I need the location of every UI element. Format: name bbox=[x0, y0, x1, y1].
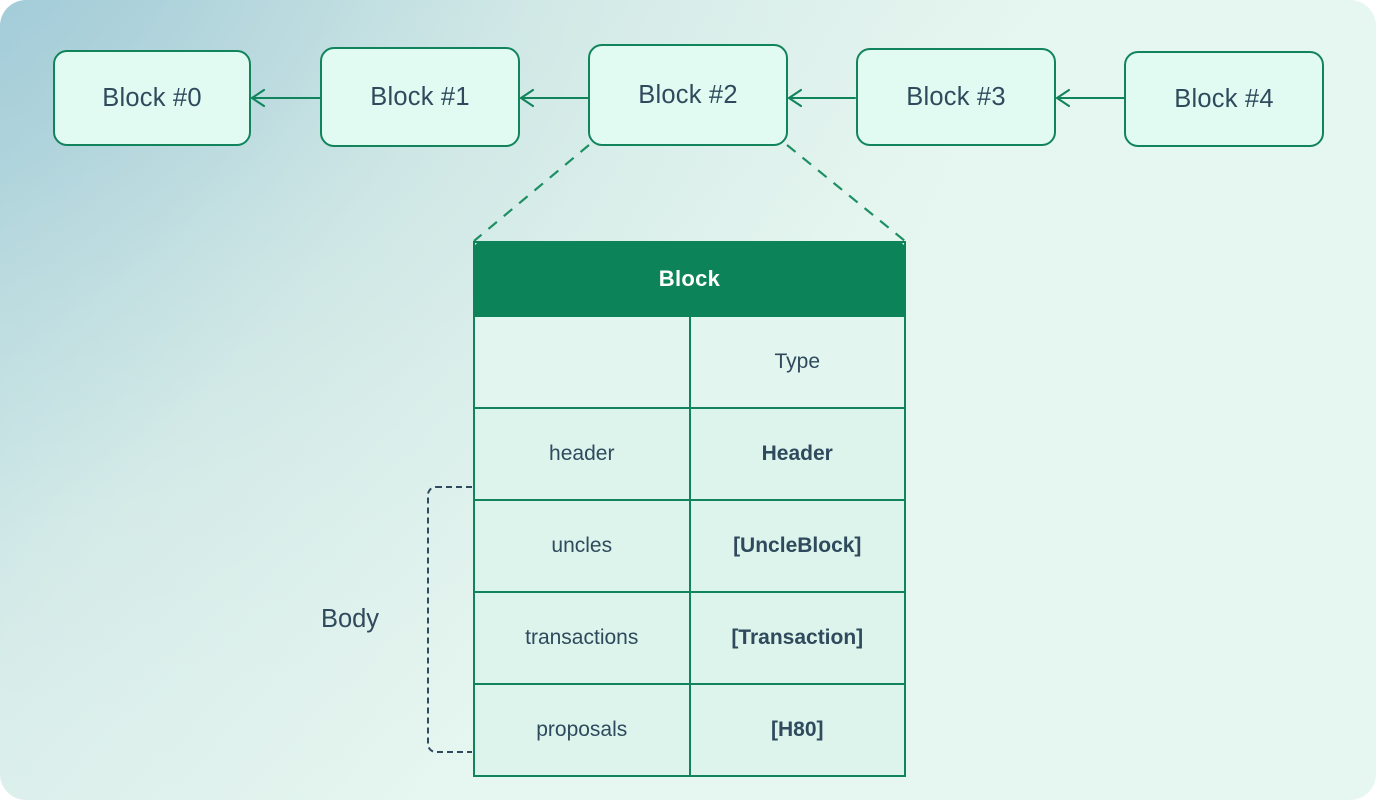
table-row: uncles [UncleBlock] bbox=[473, 499, 906, 593]
chain-block-3[interactable]: Block #3 bbox=[856, 48, 1056, 146]
body-label: Body bbox=[320, 605, 380, 633]
field-name-header: header bbox=[473, 407, 691, 501]
chain-block-0[interactable]: Block #0 bbox=[53, 50, 251, 146]
arrow-block4-to-block3 bbox=[1055, 88, 1126, 108]
chain-block-3-label: Block #3 bbox=[906, 82, 1006, 111]
block-struct-thead: Block bbox=[473, 241, 906, 317]
block-struct-table: Block Type header Header uncles [UncleBl… bbox=[473, 241, 906, 777]
chain-block-1[interactable]: Block #1 bbox=[320, 47, 520, 147]
block-struct-title: Block bbox=[473, 241, 906, 317]
expansion-guide-right bbox=[786, 144, 906, 242]
table-row: header Header bbox=[473, 407, 906, 501]
field-type-proposals: [H80] bbox=[688, 683, 906, 777]
chain-block-1-label: Block #1 bbox=[370, 82, 470, 111]
arrow-block1-to-block0 bbox=[250, 88, 322, 108]
arrow-block2-to-block1 bbox=[519, 88, 590, 108]
expansion-guide-left bbox=[473, 144, 590, 242]
expansion-guides bbox=[473, 144, 906, 242]
field-type-uncles: [UncleBlock] bbox=[688, 499, 906, 593]
field-type-transactions: [Transaction] bbox=[688, 591, 906, 685]
column-header-field bbox=[473, 315, 691, 409]
body-bracket bbox=[427, 486, 472, 753]
arrow-block3-to-block2 bbox=[787, 88, 857, 108]
chain-block-4-label: Block #4 bbox=[1174, 84, 1274, 113]
table-row-column-headers: Type bbox=[473, 315, 906, 409]
block-struct-tbody: Type header Header uncles [UncleBlock] t… bbox=[473, 315, 906, 777]
field-name-transactions: transactions bbox=[473, 591, 691, 685]
table-row: proposals [H80] bbox=[473, 683, 906, 777]
chain-block-4[interactable]: Block #4 bbox=[1124, 51, 1324, 147]
field-name-proposals: proposals bbox=[473, 683, 691, 777]
table-row: transactions [Transaction] bbox=[473, 591, 906, 685]
field-name-uncles: uncles bbox=[473, 499, 691, 593]
chain-block-2-label: Block #2 bbox=[638, 80, 738, 109]
table-header-row: Block bbox=[473, 241, 906, 317]
field-type-header: Header bbox=[688, 407, 906, 501]
chain-block-2[interactable]: Block #2 bbox=[588, 44, 788, 146]
column-header-type: Type bbox=[688, 315, 906, 409]
chain-block-0-label: Block #0 bbox=[102, 83, 202, 112]
